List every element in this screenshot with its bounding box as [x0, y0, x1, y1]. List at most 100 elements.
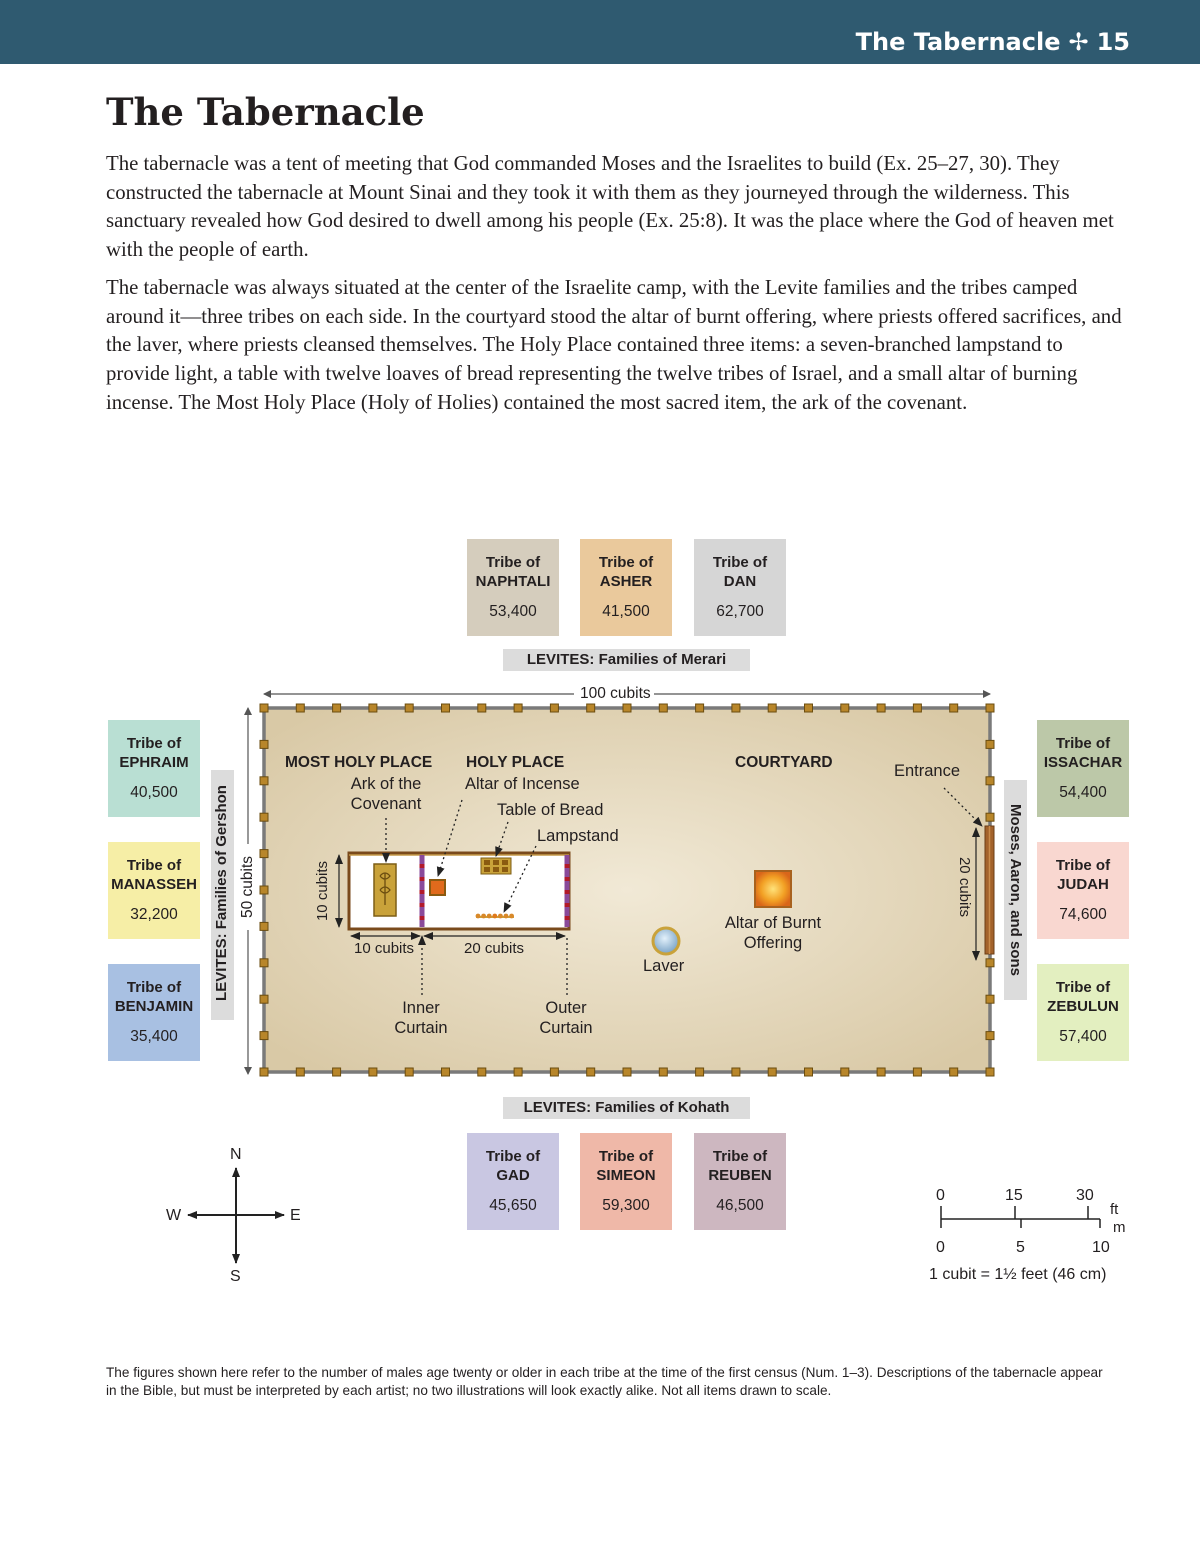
- compass-north: N: [230, 1146, 242, 1163]
- bread-loaf: [484, 867, 490, 872]
- tribe-label: Tribe of: [1055, 857, 1111, 874]
- tribe-box-manasseh: Tribe of MANASSEH 32,200: [108, 842, 200, 939]
- fence-post: [259, 994, 269, 1004]
- header-separator-icon: ✢: [1068, 28, 1089, 56]
- tribe-count: 57,400: [1059, 1028, 1107, 1045]
- fence-post: [912, 703, 922, 713]
- fence-post: [477, 1067, 487, 1077]
- tribe-name: SIMEON: [596, 1167, 656, 1184]
- altar-burnt-label: Altar of Burnt Offering: [712, 913, 834, 953]
- tribe-count: 45,650: [489, 1197, 537, 1214]
- fence-post: [332, 703, 342, 713]
- fence-post: [767, 703, 777, 713]
- tribe-box-ephraim: Tribe of EPHRAIM 40,500: [108, 720, 200, 817]
- altar-of-burnt-offering: [754, 870, 792, 908]
- fence-post: [259, 885, 269, 895]
- fence-post: [876, 1067, 886, 1077]
- tribe-name: NAPHTALI: [475, 573, 551, 590]
- bread-loaf: [493, 860, 499, 865]
- header-bar: The Tabernacle✢15: [0, 0, 1200, 64]
- inner-curtain-label: Inner Curtain: [381, 998, 461, 1038]
- outer-curtain-line2: Curtain: [539, 1019, 593, 1037]
- fence-post: [404, 1067, 414, 1077]
- compass-east: E: [290, 1207, 301, 1224]
- fence-post: [876, 703, 886, 713]
- laver-label: Laver: [643, 957, 685, 975]
- moses-aaron-bar: [1004, 780, 1027, 1000]
- fence-post: [368, 1067, 378, 1077]
- fence-post: [985, 739, 995, 749]
- fence-post: [441, 1067, 450, 1077]
- lampstand-label: Lampstand: [537, 827, 619, 845]
- tribe-count: 46,500: [716, 1197, 764, 1214]
- tribe-name: JUDAH: [1057, 876, 1109, 893]
- altar-burnt-line1: Altar of Burnt: [724, 914, 822, 932]
- fence-post: [259, 776, 269, 786]
- fence-post: [259, 1067, 269, 1077]
- fence-post: [622, 703, 632, 713]
- fence-post: [767, 1067, 777, 1077]
- fence-post: [985, 812, 995, 822]
- footnote: The figures shown here refer to the numb…: [106, 1365, 1103, 1398]
- inner-curtain-line2: Curtain: [394, 1019, 448, 1037]
- length-label: 100 cubits: [580, 685, 651, 702]
- fence-post: [840, 703, 850, 713]
- entrance-width-label: 20 cubits: [956, 856, 973, 918]
- tribe-count: 41,500: [602, 603, 650, 620]
- lamp: [481, 913, 486, 919]
- tribe-count: 35,400: [130, 1028, 178, 1045]
- inner-curtain-line1: Inner: [402, 999, 440, 1017]
- scale-ft-tick-0: 0: [936, 1187, 945, 1204]
- tribe-name: EPHRAIM: [119, 754, 189, 771]
- levites-kohath-label: LEVITES: Families of Kohath: [503, 1097, 750, 1119]
- lamp: [486, 913, 492, 919]
- page-title: The Tabernacle: [106, 90, 425, 134]
- fence-post: [731, 703, 741, 713]
- ark-label-line1: Ark of the: [350, 775, 422, 793]
- fence-post: [985, 1067, 995, 1077]
- holy-place-label: HOLY PLACE: [466, 754, 565, 771]
- fence-post: [441, 703, 450, 713]
- tribe-count: 74,600: [1059, 906, 1107, 923]
- fence-post: [513, 703, 523, 713]
- fence-post: [985, 776, 995, 786]
- fence-post: [259, 958, 269, 968]
- lamp: [503, 913, 509, 919]
- scale-m-tick-10: 10: [1092, 1239, 1110, 1256]
- bread-loaf: [502, 867, 508, 872]
- tribe-box-zebulun: Tribe of ZEBULUN 57,400: [1037, 964, 1129, 1061]
- levites-gershon-bar: [211, 770, 234, 1020]
- lamp: [475, 913, 481, 919]
- intro-paragraph-2: The tabernacle was always situated at th…: [106, 276, 1122, 414]
- tribe-name: BENJAMIN: [114, 998, 194, 1015]
- tribe-name: GAD: [496, 1167, 530, 1184]
- fence-post: [368, 703, 378, 713]
- tribe-count: 59,300: [602, 1197, 650, 1214]
- levites-merari-label: LEVITES: Families of Merari: [503, 649, 750, 671]
- tribe-box-reuben: Tribe of REUBEN 46,500: [694, 1133, 786, 1230]
- fence-post: [259, 1031, 269, 1041]
- scale-ft-unit: ft: [1110, 1201, 1119, 1218]
- entrance-label: Entrance: [894, 762, 961, 780]
- most-holy-place-label: MOST HOLY PLACE: [285, 754, 433, 771]
- bread-loaf: [484, 860, 490, 865]
- fence-post: [549, 1067, 559, 1077]
- tribe-name: ASHER: [599, 573, 653, 590]
- tribe-name: DAN: [723, 573, 757, 590]
- fence-post: [985, 703, 995, 713]
- tribe-label: Tribe of: [126, 979, 182, 996]
- ark-label: Ark of the Covenant: [336, 774, 436, 814]
- tribe-count: 32,200: [130, 906, 178, 923]
- courtyard-label: COURTYARD: [735, 754, 833, 771]
- fence-post: [259, 812, 269, 822]
- tribe-label: Tribe of: [712, 1148, 768, 1165]
- tribe-box-dan: Tribe of DAN 62,700: [694, 539, 786, 636]
- tribe-label: Tribe of: [485, 1148, 541, 1165]
- fence-post: [985, 958, 995, 968]
- fence-post: [259, 703, 269, 713]
- fence-post: [840, 1067, 850, 1077]
- tribe-name: MANASSEH: [111, 876, 197, 893]
- width-label-bg: [238, 844, 258, 930]
- fence-post: [804, 703, 813, 713]
